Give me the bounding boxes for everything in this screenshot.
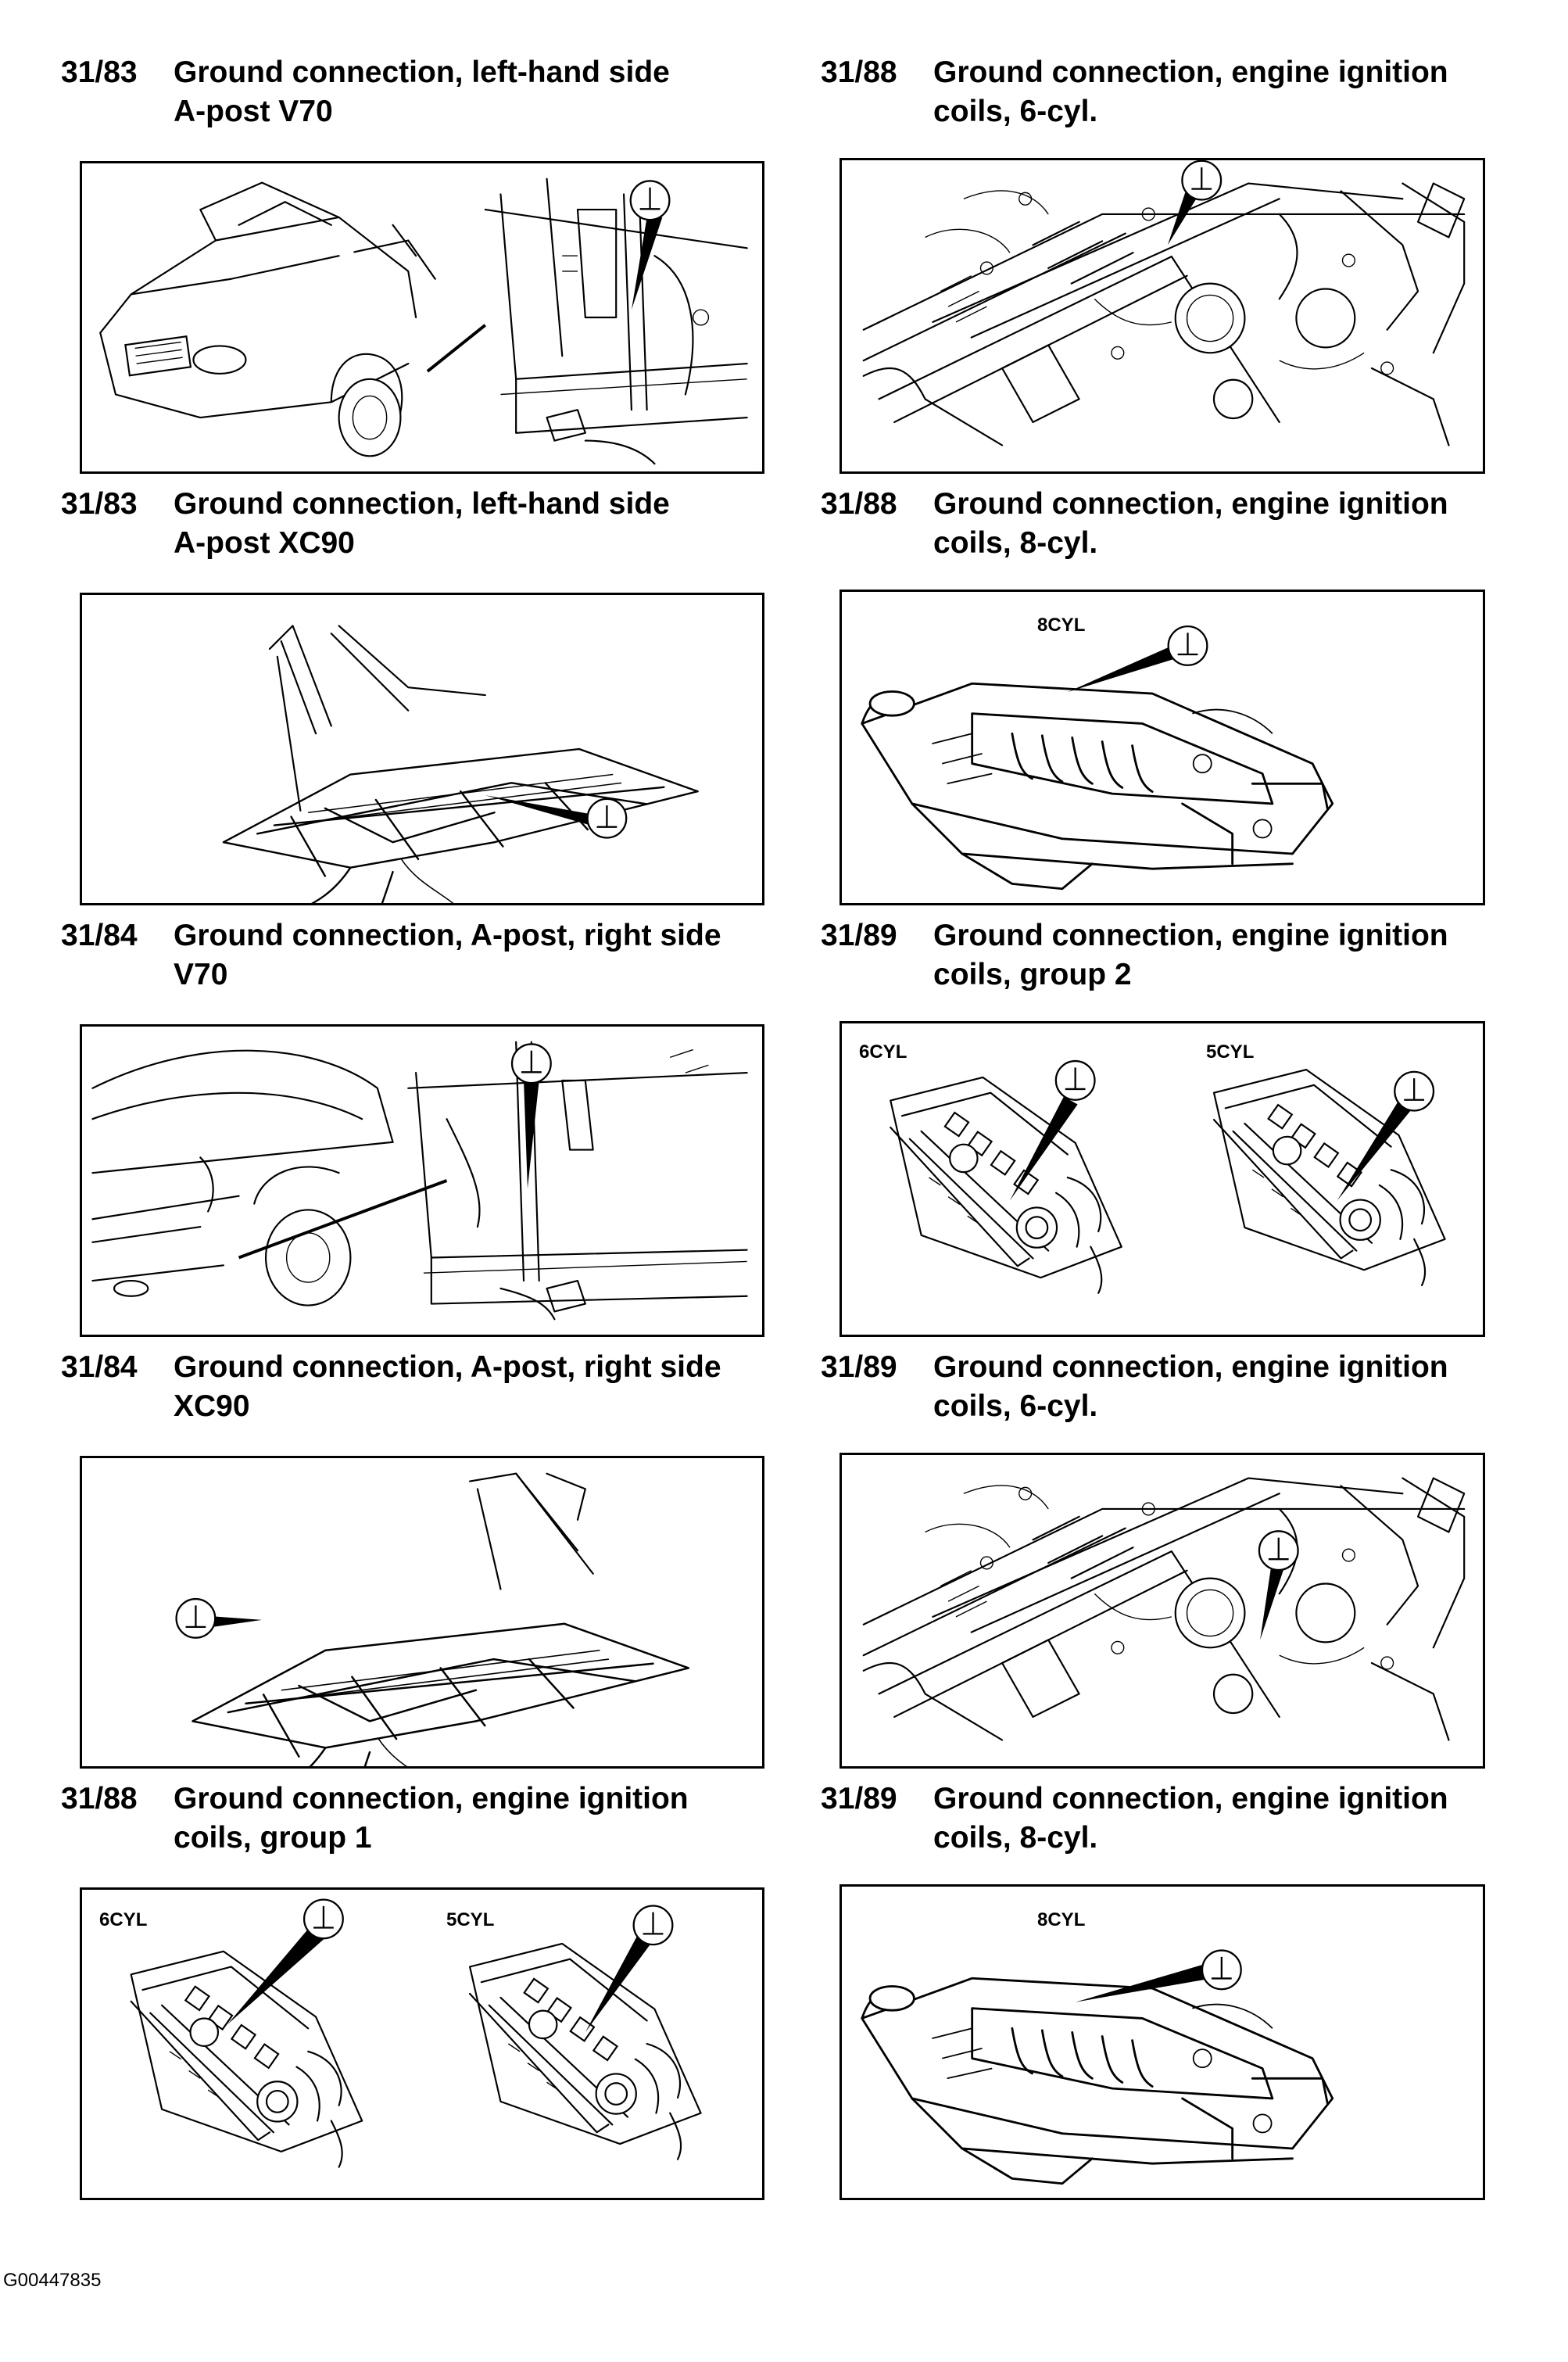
entry-title-line1: Ground connection, engine ignition — [933, 56, 1448, 89]
entry-title-line1: Ground connection, left-hand side — [174, 487, 670, 521]
diagram-entry: 31/88 Ground connection, engine ignition… — [821, 53, 1524, 475]
illustration-frame: 6CYL 5CYL — [839, 1021, 1485, 1337]
engine-6cyl-illustration — [862, 1477, 1466, 1741]
diagram-entry: 31/83 Ground connection, left-hand side … — [61, 53, 764, 475]
entry-number: 31/88 — [61, 1782, 138, 1815]
entry-number: 31/89 — [821, 1350, 897, 1384]
entry-title-line2: XC90 — [174, 1389, 250, 1423]
illustration-frame — [839, 1453, 1485, 1769]
entry-title-line2: coils, group 1 — [174, 1821, 372, 1855]
variant-label-8cyl: 8CYL — [1037, 1909, 1086, 1930]
entry-number: 31/83 — [61, 487, 138, 521]
floor-frame-illustration — [175, 1472, 690, 1766]
entry-number: 31/84 — [61, 1350, 138, 1384]
entry-number: 31/89 — [821, 919, 897, 952]
illustration-frame — [80, 593, 764, 905]
diagram-entry: 31/89 Ground connection, engine ignition… — [821, 916, 1524, 1339]
illustration-frame: 6CYL 5CYL — [80, 1887, 764, 2200]
entry-title-line1: Ground connection, left-hand side — [174, 56, 670, 89]
variant-label-5cyl: 5CYL — [1206, 1041, 1255, 1063]
variant-label-5cyl: 5CYL — [446, 1909, 495, 1930]
illustration-frame — [80, 1024, 764, 1337]
entry-title-line2: coils, 6-cyl. — [933, 1389, 1098, 1423]
entry-title-line2: coils, group 2 — [933, 958, 1132, 991]
entry-title-line1: Ground connection, A-post, right side — [174, 919, 721, 952]
engine-8cyl-illustration — [861, 625, 1334, 891]
diagram-entry: 31/84 Ground connection, A-post, right s… — [61, 1348, 764, 1770]
engines-illustration — [890, 1059, 1446, 1294]
diagram-entry: 31/83 Ground connection, left-hand side … — [61, 485, 764, 907]
entry-title-line1: Ground connection, A-post, right side — [174, 1350, 721, 1384]
engine-6cyl-illustration — [862, 160, 1466, 446]
illustration-frame — [839, 158, 1485, 474]
illustration-frame: 8CYL — [839, 1884, 1485, 2200]
entry-title-line2: coils, 8-cyl. — [933, 1821, 1098, 1855]
entry-title-line1: Ground connection, engine ignition — [174, 1782, 689, 1815]
car-side-apost-illustration — [91, 1041, 748, 1321]
illustration-frame — [80, 1456, 764, 1769]
entry-title-line1: Ground connection, engine ignition — [933, 1350, 1448, 1384]
variant-label-6cyl: 6CYL — [99, 1909, 148, 1930]
entry-title-line2: coils, 8-cyl. — [933, 526, 1098, 560]
car-front-apost-illustration — [99, 177, 748, 465]
entry-number: 31/89 — [821, 1782, 897, 1815]
diagram-entry: 31/88 Ground connection, engine ignition… — [61, 1780, 764, 2202]
entry-title-line2: A-post V70 — [174, 95, 333, 128]
figure-id: G00447835 — [3, 2270, 102, 2291]
entry-title-line2: V70 — [174, 958, 228, 991]
engine-8cyl-illustration — [861, 1949, 1334, 2185]
entry-title-line1: Ground connection, engine ignition — [933, 1782, 1448, 1815]
entry-title-line1: Ground connection, engine ignition — [933, 487, 1448, 521]
diagram-entry: 31/89 Ground connection, engine ignition… — [821, 1780, 1524, 2202]
entry-number: 31/83 — [61, 56, 138, 89]
diagram-entry: 31/84 Ground connection, A-post, right s… — [61, 916, 764, 1339]
entry-number: 31/88 — [821, 56, 897, 89]
variant-label-6cyl: 6CYL — [859, 1041, 908, 1063]
entry-title-line1: Ground connection, engine ignition — [933, 919, 1448, 952]
diagram-entry: 31/88 Ground connection, engine ignition… — [821, 485, 1524, 907]
floor-frame-illustration — [222, 625, 699, 903]
diagram-entry: 31/89 Ground connection, engine ignition… — [821, 1348, 1524, 1770]
illustration-frame — [80, 161, 764, 474]
entry-number: 31/88 — [821, 487, 897, 521]
variant-label-8cyl: 8CYL — [1037, 615, 1086, 636]
entry-title-line2: A-post XC90 — [174, 526, 355, 560]
entry-title-line2: coils, 6-cyl. — [933, 95, 1098, 128]
entry-number: 31/84 — [61, 919, 138, 952]
engines-illustration — [130, 1898, 702, 2168]
illustration-frame: 8CYL — [839, 590, 1485, 905]
